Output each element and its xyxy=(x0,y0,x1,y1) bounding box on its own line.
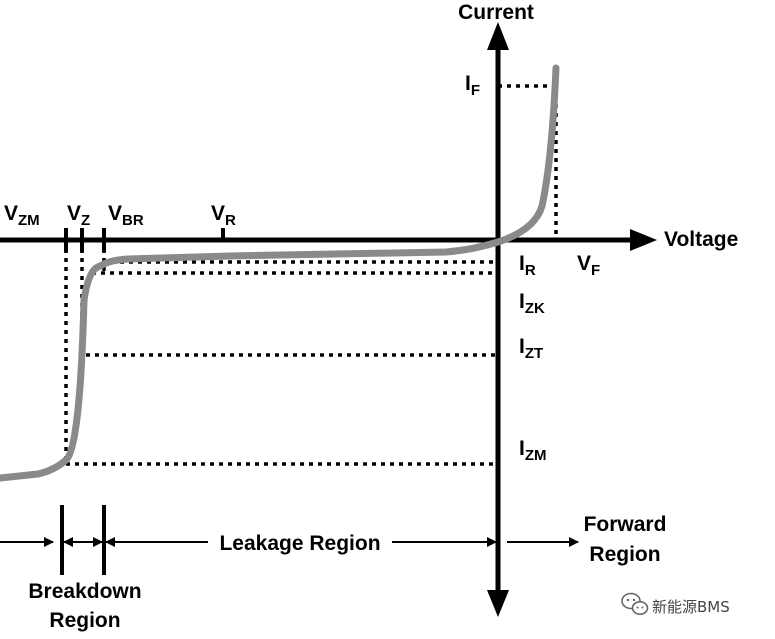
label-ir: IR xyxy=(519,252,536,279)
label-forward-region-line2: Region xyxy=(589,543,660,566)
x-axis-arrowhead xyxy=(630,229,657,251)
guide-lines xyxy=(64,84,558,466)
wechat-icon xyxy=(621,592,649,615)
label-vr: VR xyxy=(211,202,236,229)
label-izk: IZK xyxy=(519,290,545,317)
label-izt: IZT xyxy=(519,335,543,362)
label-vf: VF xyxy=(577,252,600,279)
iv-curve xyxy=(0,64,560,482)
label-vz: VZ xyxy=(67,202,90,229)
label-vbr: VBR xyxy=(108,202,144,229)
voltage-ticks xyxy=(64,228,225,252)
watermark: 新能源BMS xyxy=(621,592,730,616)
region-markers xyxy=(0,505,579,575)
watermark-text: 新能源BMS xyxy=(652,598,730,616)
axes xyxy=(0,22,657,617)
x-axis-title: Voltage xyxy=(664,228,738,251)
label-izm: IZM xyxy=(519,437,547,464)
y-axis-arrowhead-top xyxy=(487,22,509,50)
label-leakage-region: Leakage Region xyxy=(219,532,380,555)
label-if: IF xyxy=(465,72,480,99)
label-vzm: VZM xyxy=(4,202,40,229)
label-forward-region-line1: Forward xyxy=(584,513,667,536)
label-breakdown-region-line1: Breakdown xyxy=(28,580,141,603)
y-axis-title: Current xyxy=(458,1,534,24)
label-breakdown-region-line2: Region xyxy=(49,609,120,632)
y-axis-arrowhead-bottom xyxy=(487,590,509,617)
